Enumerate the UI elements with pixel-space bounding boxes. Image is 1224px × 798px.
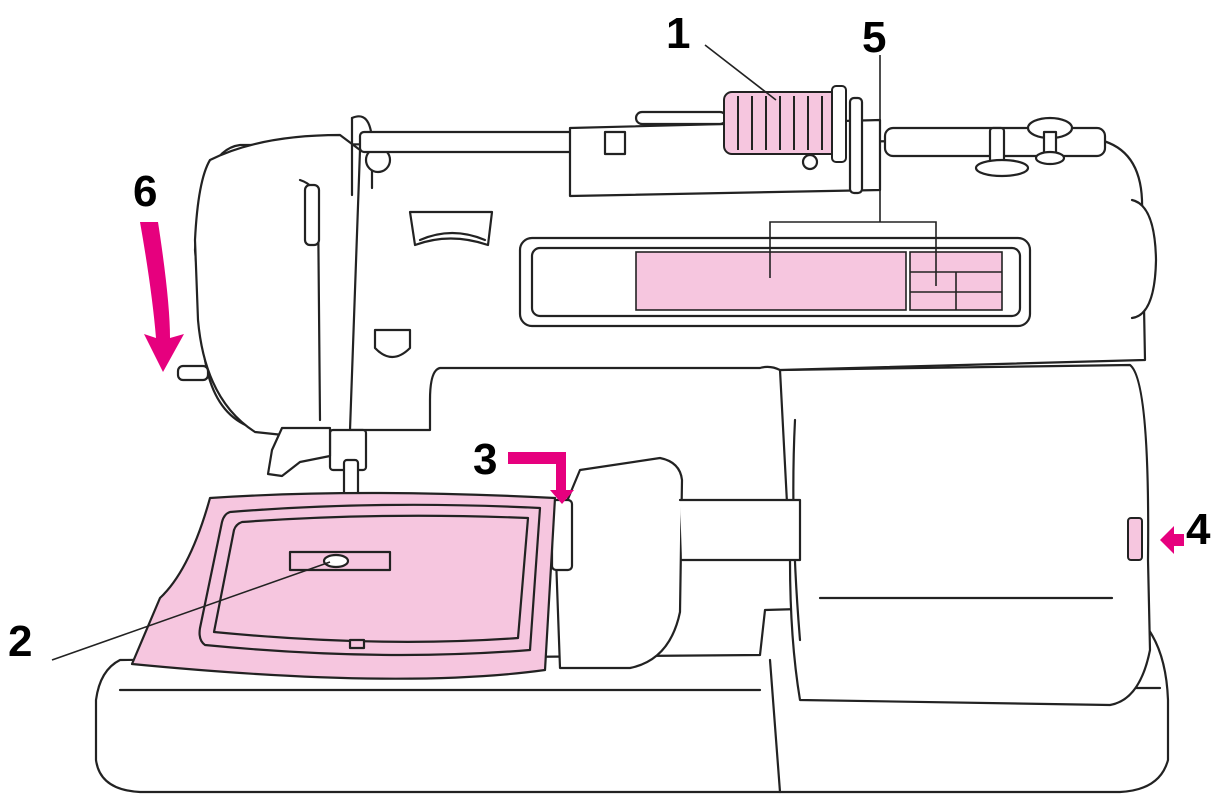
leader-line-2 xyxy=(51,561,331,661)
arrow-4-icon xyxy=(1160,526,1184,554)
lcd-screen xyxy=(635,251,1003,311)
machine-pillar xyxy=(778,363,1152,707)
embroidery-hoop xyxy=(198,503,542,657)
callout-4: 4 xyxy=(1186,505,1211,554)
side-switch xyxy=(1127,517,1143,561)
callout-5: 5 xyxy=(862,13,887,62)
machine-head xyxy=(193,133,362,442)
presser-foot xyxy=(266,426,332,478)
callout-1: 1 xyxy=(666,9,691,58)
arrow-3-icon xyxy=(508,452,574,504)
callout-2: 2 xyxy=(8,617,33,666)
callout-6: 6 xyxy=(133,167,158,216)
thread-spool xyxy=(723,85,847,163)
embroidery-unit xyxy=(553,456,684,670)
fabric xyxy=(130,491,557,680)
arrow-6-icon xyxy=(140,222,184,372)
leader-line-1 xyxy=(704,44,777,101)
callout-3: 3 xyxy=(473,435,498,484)
leader-bracket-5 xyxy=(769,221,937,286)
